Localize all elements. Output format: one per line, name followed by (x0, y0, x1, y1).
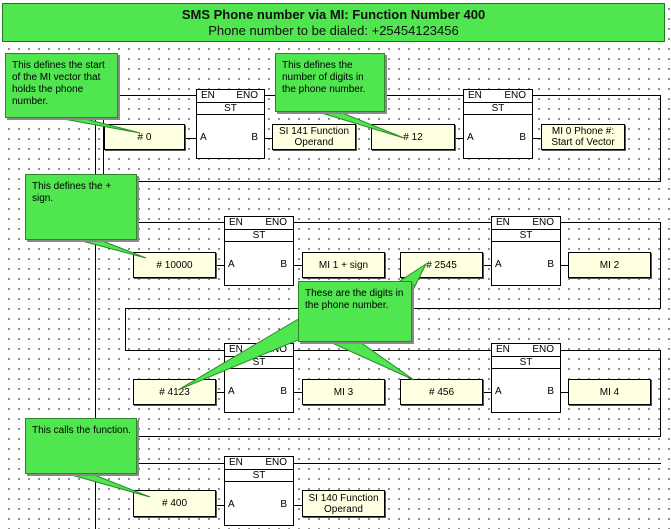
op-label: ST (492, 230, 560, 242)
output-b-label: B (519, 132, 526, 143)
note-phone-digits: These are the digits in the phone number… (298, 281, 412, 342)
output-b-label: B (251, 132, 258, 143)
rung3-input-1[interactable]: # 4123 (133, 379, 216, 405)
eno-label: ENO (265, 217, 287, 228)
rung2-output-2-text: MI 2 (599, 259, 620, 271)
rung3-output-2-text: MI 4 (599, 386, 620, 398)
rung3-output-2[interactable]: MI 4 (568, 379, 651, 405)
output-b-label: B (547, 259, 554, 270)
en-label: EN (201, 90, 215, 101)
pointer-digits-c (329, 341, 415, 381)
rung4-store-block-1[interactable]: EN ENO ST A B (224, 456, 294, 526)
eno-label: ENO (265, 457, 287, 468)
title-banner: SMS Phone number via MI: Function Number… (2, 3, 665, 42)
input-a-label: A (228, 259, 235, 270)
rung1-input-1-text: # 0 (137, 131, 152, 143)
rung2-input-2[interactable]: # 2545 (400, 252, 483, 278)
input-a-label: A (495, 259, 502, 270)
power-rail (95, 60, 96, 529)
note-plus-sign: This defines the + sign. (25, 174, 137, 240)
input-a-label: A (200, 132, 207, 143)
input-a-label: A (228, 499, 235, 510)
rung4-output-1[interactable]: SI 140 Function Operand (302, 490, 385, 517)
pointer-digits-b (177, 317, 311, 391)
rung3-output-1[interactable]: MI 3 (302, 379, 385, 405)
en-label: EN (229, 457, 243, 468)
rung2-output-2[interactable]: MI 2 (568, 252, 651, 278)
rung3-input-2-text: # 456 (428, 386, 455, 398)
pointer-digits-count (317, 111, 405, 139)
output-b-label: B (280, 386, 287, 397)
rung1-store-block-2[interactable]: EN ENO ST A B (463, 89, 533, 159)
note-phone-digits-text: These are the digits in the phone number… (305, 288, 404, 311)
output-b-label: B (280, 259, 287, 270)
note-digit-count: This defines the number of digits in the… (275, 53, 385, 112)
title-main: SMS Phone number via MI: Function Number… (181, 7, 486, 22)
note-vector-start-text: This defines the start of the MI vector … (12, 60, 105, 107)
eno-label: ENO (236, 90, 258, 101)
rung1-output-2[interactable]: MI 0 Phone #: Start of Vector (541, 124, 625, 150)
eno-label: ENO (532, 217, 554, 228)
rung1-output-1[interactable]: SI 141 Function Operand (272, 124, 356, 150)
op-label: ST (225, 357, 293, 369)
rung3-input-2[interactable]: # 456 (400, 379, 483, 405)
note-vector-start: This defines the start of the MI vector … (5, 53, 118, 118)
en-label: EN (496, 217, 510, 228)
note-plus-sign-text: This defines the + sign. (32, 181, 112, 204)
op-label: ST (225, 230, 293, 242)
rung2-output-1[interactable]: MI 1 + sign (302, 252, 385, 278)
title-subtitle: Phone number to be dialed: +25454123456 (208, 23, 459, 38)
note-call-function: This calls the function. (25, 418, 137, 474)
rung2-store-block-2[interactable]: EN ENO ST A B (491, 216, 561, 286)
rung3-output-1-text: MI 3 (333, 386, 354, 398)
input-a-label: A (228, 386, 235, 397)
rung1-output-2-text: MI 0 Phone #: Start of Vector (551, 126, 615, 148)
rung4-output-1-text: SI 140 Function Operand (308, 492, 379, 515)
note-digit-count-text: This defines the number of digits in the… (282, 60, 366, 95)
rung1-input-2-text: # 12 (403, 131, 423, 143)
pointer-call (67, 473, 151, 498)
rung3-input-1-text: # 4123 (159, 386, 190, 398)
op-label: ST (225, 470, 293, 482)
rung4-input-1[interactable]: # 400 (133, 490, 216, 517)
rung3-store-block-2[interactable]: EN ENO ST A B (491, 343, 561, 413)
rung2-input-1-text: # 10000 (156, 259, 193, 271)
rung2-input-1[interactable]: # 10000 (133, 252, 216, 278)
rung2-store-block-1[interactable]: EN ENO ST A B (224, 216, 294, 286)
pointer-start (57, 117, 141, 134)
op-label: ST (197, 103, 264, 115)
rung1-store-block-1[interactable]: EN ENO ST A B (196, 89, 265, 159)
output-b-label: B (280, 499, 287, 510)
input-a-label: A (467, 132, 474, 143)
rung1-input-2[interactable]: # 12 (371, 124, 455, 150)
rung4-input-1-text: # 400 (161, 498, 188, 509)
input-a-label: A (495, 386, 502, 397)
pointer-plus (77, 239, 147, 259)
en-label: EN (229, 217, 243, 228)
note-call-function-text: This calls the function. (32, 425, 131, 436)
rung2-input-2-text: # 2545 (426, 259, 457, 271)
op-label: ST (492, 357, 560, 369)
en-label: EN (468, 90, 482, 101)
op-label: ST (464, 103, 532, 115)
eno-label: ENO (504, 90, 526, 101)
en-label: EN (496, 344, 510, 355)
rung2-output-1-text: MI 1 + sign (318, 259, 369, 271)
output-b-label: B (547, 386, 554, 397)
rung1-output-1-text: SI 141 Function Operand (278, 126, 350, 148)
en-label: EN (229, 344, 243, 355)
eno-label: ENO (532, 344, 554, 355)
